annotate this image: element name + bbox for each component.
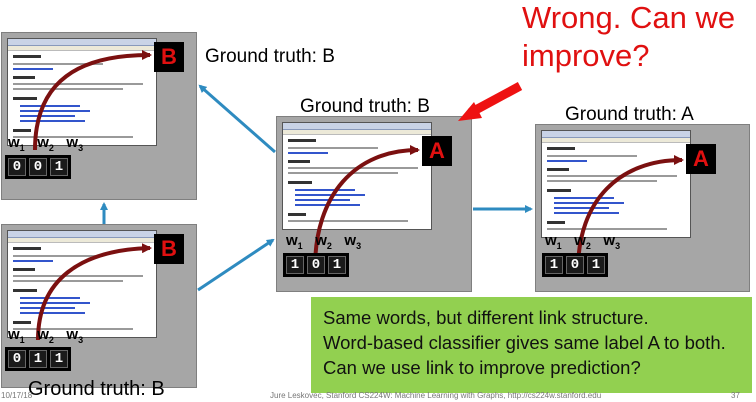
vector-cell: 0 bbox=[566, 256, 584, 274]
vector-cell: 0 bbox=[8, 158, 26, 176]
wrong-callout: Wrong. Can we improve? bbox=[522, 0, 735, 75]
vector-cell: 1 bbox=[545, 256, 563, 274]
word-labels-center: w1 w2 w3 bbox=[286, 232, 362, 251]
word-vector-top-left: 0 0 1 bbox=[5, 155, 71, 179]
vector-cell: 0 bbox=[29, 158, 47, 176]
word-labels-top-left: w1 w2 w3 bbox=[8, 134, 84, 153]
slide-page-number: 37 bbox=[731, 391, 740, 400]
ground-truth-top-left: Ground truth: B bbox=[205, 46, 335, 67]
word-labels-right: w1 w2 w3 bbox=[545, 232, 621, 251]
slide-date: 10/17/18 bbox=[1, 391, 33, 400]
webpage-thumbnail bbox=[541, 130, 691, 238]
wrong-callout-line1: Wrong. Can we bbox=[522, 0, 736, 35]
word-vector-center: 1 0 1 bbox=[283, 253, 349, 277]
vector-cell: 1 bbox=[587, 256, 605, 274]
ground-truth-right: Ground truth: A bbox=[565, 104, 694, 125]
vector-cell: 1 bbox=[29, 350, 47, 368]
slide-credit: Jure Leskovec, Stanford CS224W: Machine … bbox=[270, 391, 602, 400]
predicted-label-right: A bbox=[686, 144, 716, 174]
curve-right bbox=[576, 155, 684, 271]
vector-cell: 0 bbox=[8, 350, 26, 368]
wrong-pointer-arrowhead bbox=[458, 102, 482, 121]
curve-bottom-left bbox=[36, 243, 152, 341]
vector-cell: 1 bbox=[286, 256, 304, 274]
edge-bottom-left-to-center bbox=[197, 238, 275, 292]
webpage-thumbnail bbox=[282, 122, 432, 230]
predicted-label-top-left: B bbox=[154, 42, 184, 72]
predicted-label-center: A bbox=[422, 136, 452, 166]
vector-cell: 1 bbox=[50, 158, 68, 176]
word-vector-right: 1 0 1 bbox=[542, 253, 608, 277]
wrong-pointer-arrow bbox=[467, 82, 523, 117]
curve-center bbox=[313, 145, 420, 269]
explanation-note: Same words, but different link structure… bbox=[311, 297, 752, 393]
note-line2: Word-based classifier gives same label A… bbox=[323, 332, 726, 353]
vector-cell: 0 bbox=[307, 256, 325, 274]
note-line3: Can we use link to improve prediction? bbox=[323, 357, 641, 378]
vector-cell: 1 bbox=[328, 256, 346, 274]
note-line1: Same words, but different link structure… bbox=[323, 307, 649, 328]
ground-truth-center: Ground truth: B bbox=[300, 96, 430, 117]
edge-center-to-top-left bbox=[198, 84, 276, 154]
webpage-thumbnail bbox=[7, 230, 157, 338]
vector-cell: 1 bbox=[50, 350, 68, 368]
predicted-label-bottom-left: B bbox=[154, 234, 184, 264]
word-labels-bottom-left: w1 w2 w3 bbox=[8, 326, 84, 345]
ground-truth-bottom-left: Ground truth: B bbox=[28, 378, 165, 400]
word-vector-bottom-left: 0 1 1 bbox=[5, 347, 71, 371]
curve-top-left bbox=[33, 50, 152, 151]
wrong-callout-line2: improve? bbox=[522, 38, 650, 73]
